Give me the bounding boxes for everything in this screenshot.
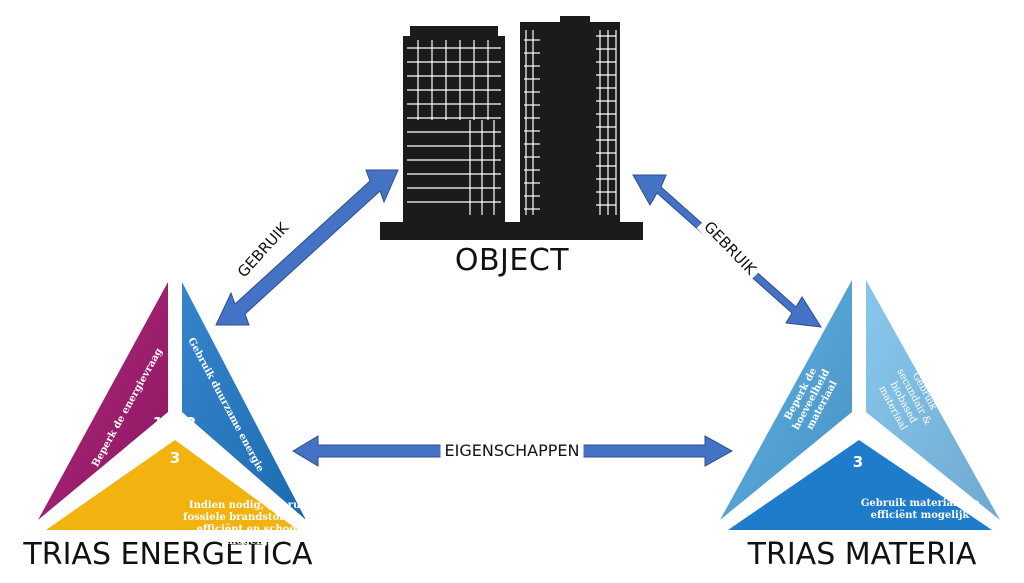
eigenschappen-label: EIGENSCHAPPEN bbox=[440, 441, 584, 461]
te-segment-2-number: 2 bbox=[185, 414, 197, 432]
object-label: OBJECT bbox=[454, 243, 570, 278]
trias-materia-triangle bbox=[720, 280, 1000, 530]
tm-segment-1-number: 1 bbox=[836, 419, 848, 437]
trias-energetica-title: TRIAS ENERGETICA bbox=[23, 537, 313, 572]
trias-energetica-triangle bbox=[38, 282, 306, 530]
building-icon bbox=[380, 16, 643, 240]
arrow-gebruik-left bbox=[215, 169, 399, 326]
building-windows bbox=[407, 30, 617, 215]
te-segment-1-number: 1 bbox=[152, 414, 164, 432]
tm-segment-3 bbox=[728, 440, 992, 530]
te-segment-3-text: Indien nodig, gebruik fossiele brandstof… bbox=[183, 500, 317, 547]
tm-segment-3-number: 3 bbox=[852, 453, 864, 471]
te-segment-3 bbox=[46, 440, 298, 530]
tm-segment-3-text: Gebruik materiaal zo efficiënt mogelijk bbox=[860, 498, 980, 521]
tm-segment-2-number: 2 bbox=[867, 419, 879, 437]
trias-materia-title: TRIAS MATERIA bbox=[747, 537, 977, 572]
te-segment-3-number: 3 bbox=[169, 449, 181, 467]
